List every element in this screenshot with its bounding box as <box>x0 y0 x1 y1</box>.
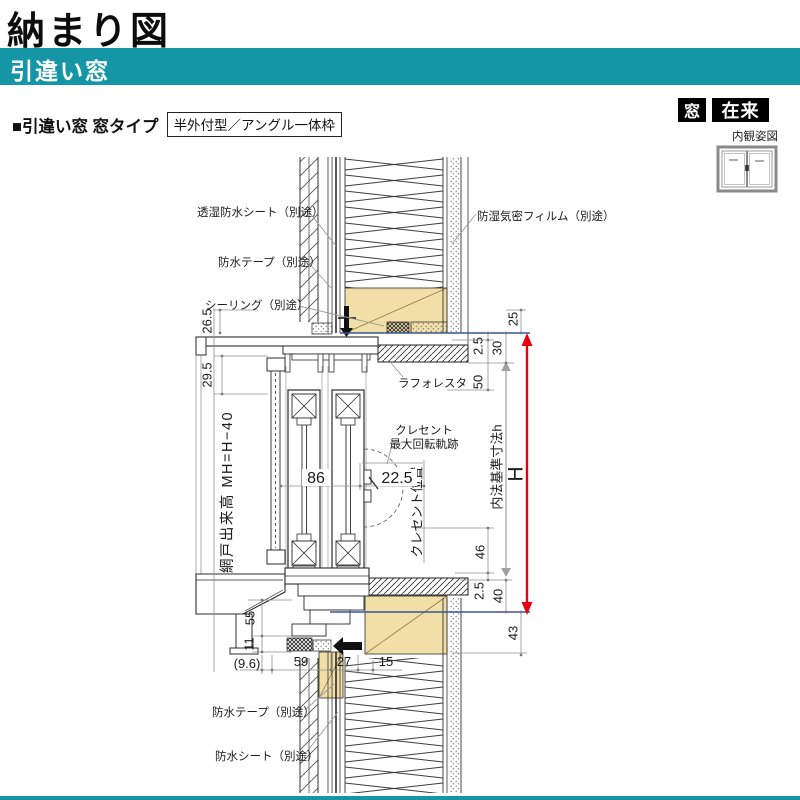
footer-rule <box>0 796 800 800</box>
crescent-rotation-arc <box>363 448 404 528</box>
dim-40: 40 <box>491 589 506 603</box>
dim-43: 43 <box>506 626 521 640</box>
label-crescent-pos: クレセント位置 <box>410 466 425 557</box>
dim-2-5-bottom: 2.5 <box>472 582 487 600</box>
dim-50: 50 <box>471 375 486 389</box>
callout-tape-bottom: 防水テープ（別途） <box>212 705 315 719</box>
dimension-ticks <box>218 308 523 672</box>
dim-55: 55 <box>243 611 258 625</box>
crescent-lock <box>363 469 379 503</box>
label-uchinori: 内法基準寸法h <box>490 424 505 509</box>
reference-lines <box>330 332 533 615</box>
dim-86: 86 <box>307 470 325 487</box>
callout-sealing: シーリング（別途） <box>205 298 309 312</box>
label-big-H: H <box>505 466 528 481</box>
subtitle-bar: 引違い窓 <box>0 48 800 85</box>
frame-type-tag: 半外付型／アングル一体枠 <box>166 112 343 137</box>
callout-toushitsu: 透湿防水シート（別途） <box>197 205 324 219</box>
page-title: 納まり図 <box>7 11 172 53</box>
label-amido: 網戸出来高 MH=H−40 <box>219 411 236 573</box>
dim-9-6: (9.6) <box>234 656 261 671</box>
label-crescent-traj-1: クレセント <box>395 424 453 437</box>
dim-22-5-bg <box>377 469 417 486</box>
label-laforesta: ラフォレスタ <box>398 377 467 390</box>
dim-15: 15 <box>379 654 393 669</box>
callout-tape-top: 防水テープ（別途） <box>218 255 321 269</box>
label-crescent-traj-2: 最大回転軌跡 <box>390 437 459 451</box>
badge-zairai: 在来 <box>712 98 769 122</box>
dim-27: 27 <box>337 654 351 669</box>
dim-25: 25 <box>506 312 521 326</box>
dim-86-bg <box>302 469 331 486</box>
callout-film: 防湿気密フィルム（別途） <box>477 209 615 223</box>
section-header: ■引違い窓 窓タイプ 半外付型／アングル一体枠 <box>12 112 343 137</box>
callout-sheet-bottom: 防水シート（別途） <box>215 749 319 763</box>
dim-29-5: 29.5 <box>200 362 215 387</box>
dim-2-5-top: 2.5 <box>471 337 486 355</box>
leader-lines <box>298 211 477 755</box>
dim-26-5: 26.5 <box>200 308 215 333</box>
subtitle-label: 引違い窓 <box>10 58 110 84</box>
wall-section-top <box>299 157 469 345</box>
dim-11: 11 <box>242 637 257 651</box>
badge-mado: 窓 <box>678 98 706 122</box>
dim-59: 59 <box>294 654 308 669</box>
section-title: ■引違い窓 窓タイプ <box>12 117 159 136</box>
dim-30: 30 <box>490 341 505 355</box>
dim-22-5: 22.5 <box>381 470 412 487</box>
wall-section-bottom <box>286 595 462 793</box>
sliding-window-icon <box>716 145 778 193</box>
dim-46: 46 <box>473 545 488 559</box>
interior-view-caption: 内観姿図 <box>732 131 778 143</box>
